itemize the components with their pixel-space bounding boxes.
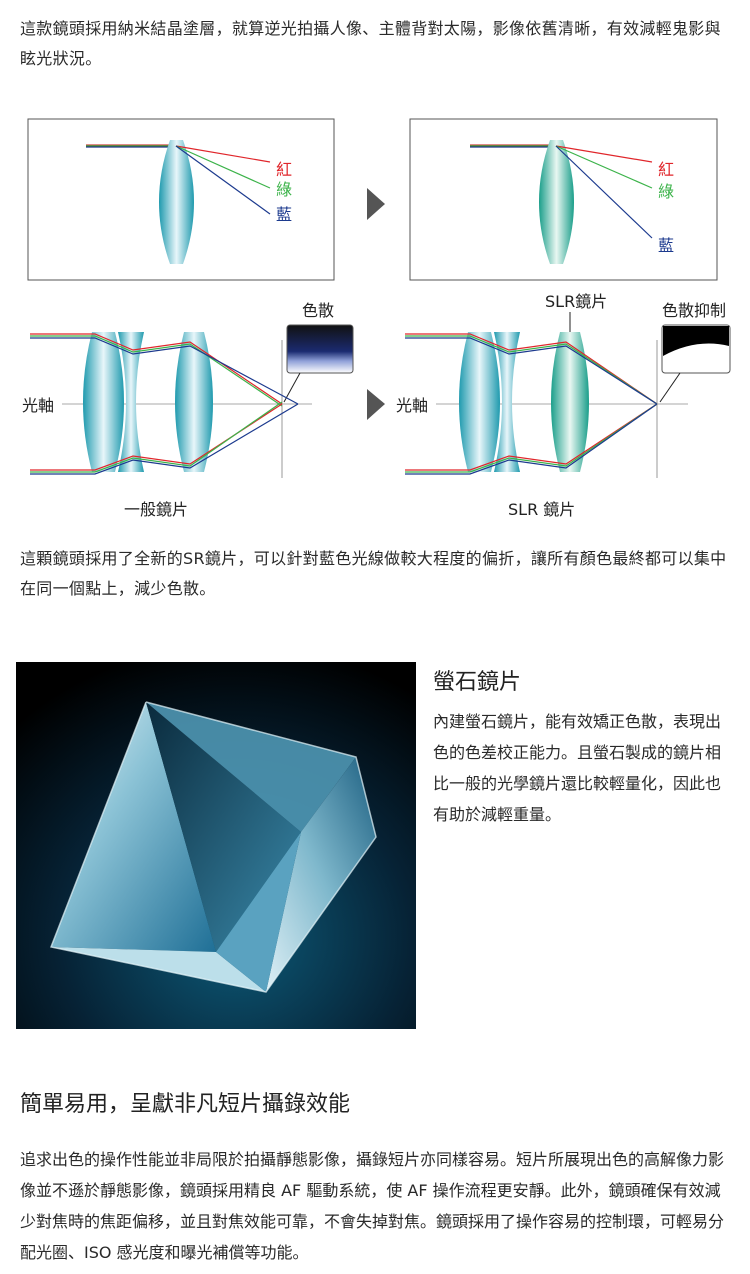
label-green: 綠 — [276, 180, 292, 199]
sr-lens-paragraph: 這顆鏡頭採用了全新的SR鏡片，可以針對藍色光線做較大程度的偏折，讓所有顏色最終都… — [20, 549, 727, 598]
label-blue-slr: 藍 — [658, 236, 674, 255]
label-dispersion: 色散 — [302, 301, 334, 320]
arrow-right-icon — [367, 188, 385, 220]
label-slr-element: SLR鏡片 — [545, 292, 607, 311]
label-blue: 藍 — [276, 205, 292, 224]
dispersion-inset — [286, 324, 354, 374]
intro-paragraph: 這款鏡頭採用納米結晶塗層，就算逆光拍攝人像、主體背對太陽，影像依舊清晰，有效減輕… — [20, 19, 721, 68]
suppressed-inset — [661, 324, 731, 374]
label-optical-axis: 光軸 — [22, 396, 54, 415]
optical-diagram: 紅 綠 藍 紅 綠 藍 色散 光軸 一般鏡片 SLR鏡片 色散抑制 光軸 — [22, 118, 731, 519]
arrow-right-icon-2 — [367, 389, 385, 420]
caption-normal-lens: 一般鏡片 — [124, 500, 188, 519]
lens-convex — [159, 140, 194, 264]
label-optical-axis-2: 光軸 — [396, 396, 428, 415]
label-green-slr: 綠 — [658, 182, 674, 201]
section-heading: 簡單易用，呈獻非凡短片攝錄效能 — [20, 1092, 351, 1117]
label-red-slr: 紅 — [658, 160, 674, 179]
fluorite-crystal-image — [16, 662, 416, 1029]
fluorite-description: 內建螢石鏡片，能有效矯正色散，表現出色的色差校正能力。且螢石製成的鏡片相比一般的… — [433, 712, 722, 824]
section-paragraph: 追求出色的操作性能並非局限於拍攝靜態影像，攝錄短片亦同樣容易。短片所展現出色的高… — [20, 1150, 725, 1262]
label-red: 紅 — [276, 160, 292, 179]
label-dispersion-suppressed: 色散抑制 — [662, 301, 726, 320]
fluorite-title: 螢石鏡片 — [433, 670, 522, 695]
caption-slr-lens: SLR 鏡片 — [508, 500, 575, 519]
lens-slr — [539, 140, 574, 264]
